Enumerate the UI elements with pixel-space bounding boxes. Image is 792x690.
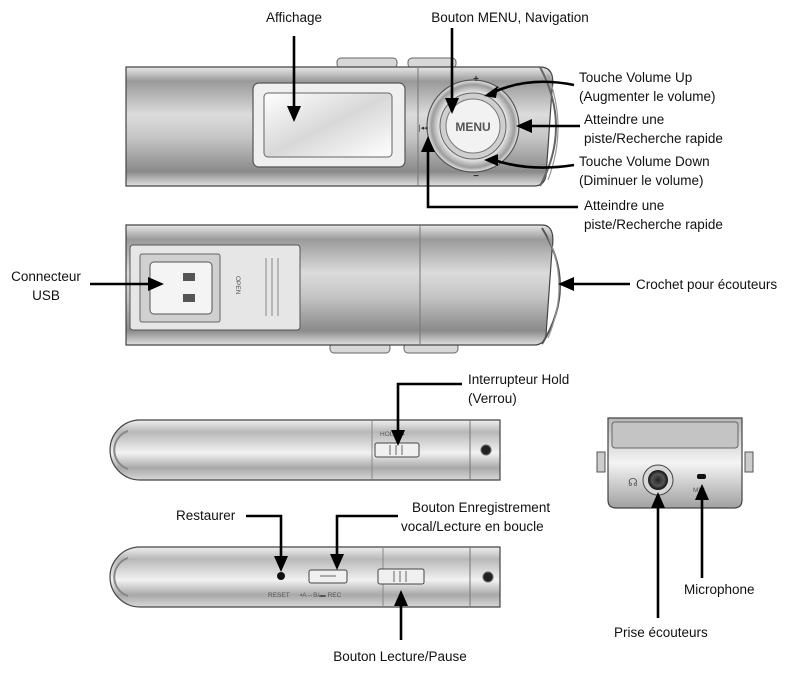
label-play-pause: Bouton Lecture/Pause [333,649,467,664]
hold-mark: HOLD ▶ [380,431,405,438]
device-back-view: OPEN [125,224,561,354]
reset-mark: RESET [268,592,290,599]
label-volume-down-line2: (Diminuer le volume) [579,173,704,188]
skip-back-mark: |◂◂ [418,124,428,132]
label-volume-up-line2: (Augmenter le volume) [579,89,716,104]
label-display: Affichage [266,10,322,25]
label-usb-line1: Connecteur [11,269,81,284]
label-rec-line1: Bouton Enregistrement [412,500,550,515]
earphone-jack [648,470,668,490]
mic-mark: MIC [693,487,705,494]
device-end-view: ☊ MIC [596,417,754,509]
menu-button-label: MENU [455,120,490,134]
callout-labels: Affichage Bouton MENU, Navigation Touche… [11,10,777,664]
display-screen [263,92,393,158]
label-skip-right-line2: piste/Recherche rapide [584,131,723,146]
reset-hole [277,572,285,580]
label-skip-left-line1: Atteindre une [584,198,664,213]
hold-switch [374,442,420,458]
label-earphone-jack: Prise écouteurs [614,625,708,640]
play-pause-button [377,568,425,585]
earphone-jack-side [480,444,492,456]
label-volume-down-line1: Touche Volume Down [579,154,710,169]
side-body-bottom [109,546,501,608]
label-earphone-hook: Crochet pour écouteurs [636,277,777,292]
label-rec-line2: vocal/Lecture en boucle [401,519,544,534]
plus-mark: + [473,74,479,85]
label-skip-left-line2: piste/Recherche rapide [584,217,723,232]
device-side-view-bottom: RESET ▪A↔B/▬ REC [109,546,501,608]
microphone-hole [697,474,706,479]
menu-button [445,98,501,154]
label-hold-line2: (Verrou) [468,391,517,406]
side-body-top [109,419,501,481]
label-usb-line2: USB [32,288,60,303]
open-mark: OPEN [234,276,241,295]
callout-arrows [90,28,709,640]
ab-rec-mark: ▪A↔B/▬ REC [300,592,342,599]
device-front-view: MENU + − |◂◂ [125,57,559,187]
label-reset: Restaurer [176,508,236,523]
headphone-icon: ☊ [628,476,638,489]
earphone-hook [541,227,561,345]
label-microphone: Microphone [684,582,755,597]
device-side-view-top: HOLD ▶ [109,419,501,481]
label-hold-line1: Interrupteur Hold [468,372,569,387]
label-menu-navigation: Bouton MENU, Navigation [431,10,589,25]
label-volume-up-line1: Touche Volume Up [579,70,692,85]
minus-mark: − [473,171,479,182]
label-skip-right-line1: Atteindre une [584,112,664,127]
usb-connector [149,261,213,315]
